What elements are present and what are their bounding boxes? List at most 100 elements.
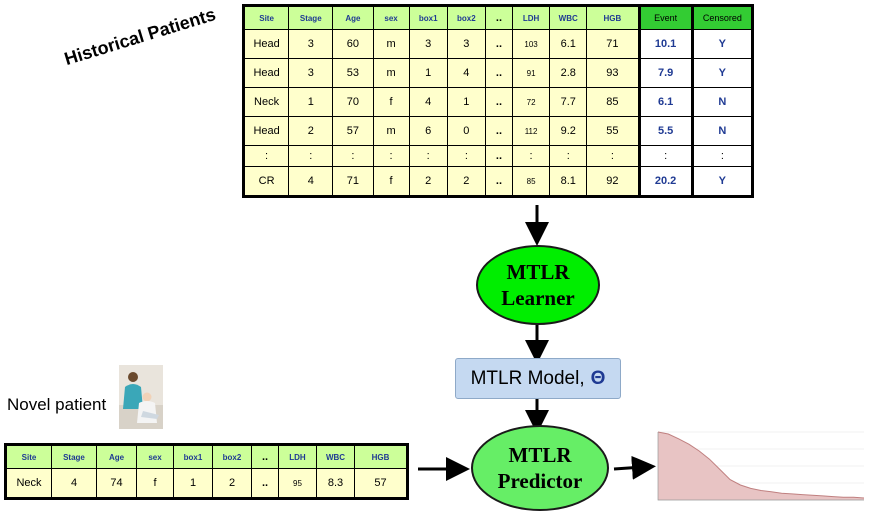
cell: 6.1 (549, 29, 588, 59)
arrow-predictor-to-curve (613, 455, 656, 480)
censored-cell: N (690, 116, 754, 146)
novel-patient-table: Site Stage Age sex box1 box2 .. LDH WBC … (4, 443, 409, 500)
model-label: MTLR Model, (470, 367, 585, 389)
theta-symbol: Θ (590, 367, 606, 389)
header-box1: box1 (173, 444, 213, 469)
cell: 2 (212, 468, 252, 499)
cell: 74 (96, 468, 137, 499)
censored-cell: Y (690, 58, 754, 88)
table-row: Neck 4 74 f 1 2 .. 95 8.3 57 (5, 468, 408, 499)
cell: 8.3 (316, 468, 355, 499)
cell: Head (242, 29, 290, 59)
cell: Neck (242, 87, 290, 117)
header-ldh: LDH (278, 444, 317, 469)
header-censored: Censored (690, 5, 754, 30)
cell: : (288, 145, 334, 167)
cell: f (372, 87, 410, 117)
cell: 57 (354, 468, 408, 499)
cell: CR (242, 166, 290, 197)
table-header-row: Site Stage Age sex box1 box2 .. LDH WBC … (5, 444, 408, 469)
cell: 7.7 (549, 87, 588, 117)
table-row: Head 3 53 m 1 4 .. 91 2.8 93 7.9 Y (242, 58, 754, 88)
learner-line2: Learner (501, 286, 575, 310)
cell: 4 (446, 58, 486, 88)
mtlr-learner-node: MTLR Learner (476, 245, 600, 325)
survival-curve-plot (657, 431, 865, 501)
event-cell: 6.1 (637, 87, 693, 117)
mtlr-model-box: MTLR Model, Θ (455, 358, 621, 399)
cell: 1 (173, 468, 213, 499)
survival-line (657, 431, 865, 499)
cell: 112 (512, 116, 551, 146)
table-header-row: Site Stage Age sex box1 box2 .. LDH WBC … (242, 5, 754, 30)
cell: 1 (288, 87, 334, 117)
cell: : (446, 145, 486, 167)
header-age: Age (96, 444, 137, 469)
cell: 71 (586, 29, 640, 59)
cell: m (372, 116, 410, 146)
event-cell: 5.5 (637, 116, 693, 146)
table-row: Head 3 60 m 3 3 .. 103 6.1 71 10.1 Y (242, 29, 754, 59)
cell: 4 (408, 87, 448, 117)
header-wbc: WBC (316, 444, 355, 469)
cell: 91 (512, 58, 551, 88)
cell: 93 (586, 58, 640, 88)
header-box1: box1 (408, 5, 448, 30)
header-wbc: WBC (549, 5, 588, 30)
cell: 3 (408, 29, 448, 59)
header-site: Site (5, 444, 52, 469)
cell: 4 (51, 468, 97, 499)
cell: 1 (408, 58, 448, 88)
censored-cell: : (690, 145, 754, 167)
cell: .. (484, 29, 514, 59)
cell: 6 (408, 116, 448, 146)
cell: 4 (288, 166, 334, 197)
cell: 2 (446, 166, 486, 197)
cell: : (408, 145, 448, 167)
table-row-ellipsis: : : : : : : .. : : : : : (242, 145, 754, 167)
novel-patient-label: Novel patient (7, 395, 107, 414)
header-ellipsis: .. (251, 444, 279, 469)
cell: 60 (332, 29, 374, 59)
table-row: CR 4 71 f 2 2 .. 85 8.1 92 20.2 Y (242, 166, 754, 197)
header-stage: Stage (51, 444, 97, 469)
header-hgb: HGB (586, 5, 640, 30)
cell: 72 (512, 87, 551, 117)
header-sex: sex (372, 5, 410, 30)
header-sex: sex (136, 444, 174, 469)
cell: m (372, 58, 410, 88)
cell: 3 (446, 29, 486, 59)
survival-area (658, 432, 864, 500)
plot-axes (657, 432, 864, 501)
cell: 8.1 (549, 166, 588, 197)
cell: : (549, 145, 588, 167)
cell: .. (251, 468, 279, 499)
event-cell: 10.1 (637, 29, 693, 59)
cell: 0 (446, 116, 486, 146)
cell: 103 (512, 29, 551, 59)
cell: 95 (278, 468, 317, 499)
cell: 55 (586, 116, 640, 146)
censored-cell: Y (690, 166, 754, 197)
cell: Head (242, 116, 290, 146)
table-row: Neck 1 70 f 4 1 .. 72 7.7 85 6.1 N (242, 87, 754, 117)
cell: 2 (408, 166, 448, 197)
cell: 2 (288, 116, 334, 146)
cell: : (586, 145, 640, 167)
cell: : (242, 145, 290, 167)
learner-line1: MTLR (506, 260, 570, 284)
header-age: Age (332, 5, 374, 30)
cell: .. (484, 116, 514, 146)
cell: 70 (332, 87, 374, 117)
table-row: Head 2 57 m 6 0 .. 112 9.2 55 5.5 N (242, 116, 754, 146)
censored-cell: N (690, 87, 754, 117)
header-hgb: HGB (354, 444, 408, 469)
mtlr-predictor-node: MTLR Predictor (471, 425, 609, 511)
header-event: Event (637, 5, 693, 30)
predictor-line2: Predictor (497, 469, 583, 493)
header-ldh: LDH (512, 5, 551, 30)
predictor-line1: MTLR (508, 443, 572, 467)
cell: f (372, 166, 410, 197)
cell: 57 (332, 116, 374, 146)
